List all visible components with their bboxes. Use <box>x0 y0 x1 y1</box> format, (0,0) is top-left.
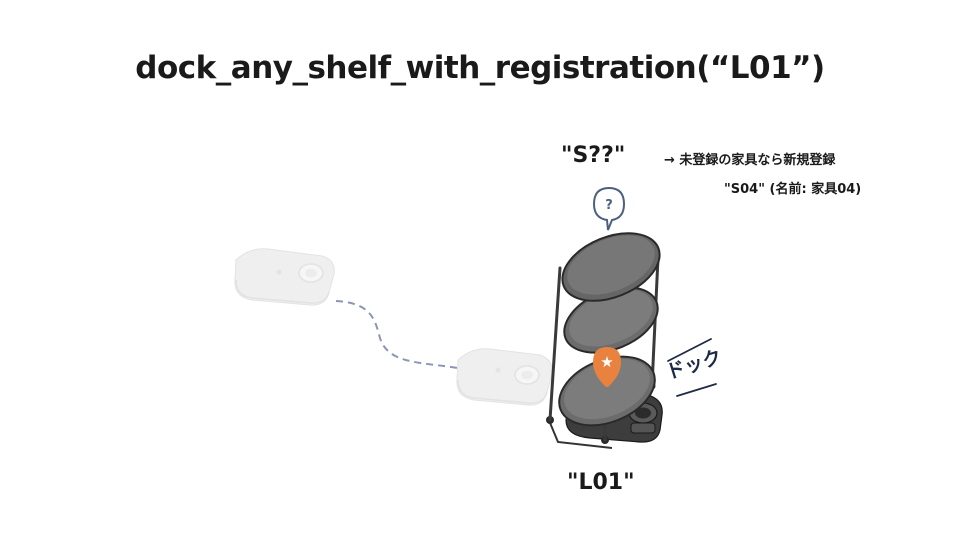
robot-path-dashed <box>335 300 459 369</box>
shelf-trays <box>558 232 661 427</box>
robot-ghost-previous <box>234 248 335 306</box>
function-title: dock_any_shelf_with_registration(“L01”) <box>135 50 825 86</box>
question-icon: ? <box>605 198 613 213</box>
registered-name-note: "S04" (名前: 家具04) <box>724 182 862 197</box>
dock-location-marker: ★ <box>593 347 621 387</box>
registration-note: → 未登録の家具なら新規登録 <box>664 153 836 168</box>
dock-emphasis-lines <box>667 338 717 397</box>
shelf-id-label: "S??" <box>561 143 626 168</box>
robot-ghost-arrival <box>456 348 553 406</box>
star-icon: ★ <box>600 353 613 371</box>
location-id-label: "L01" <box>567 470 635 495</box>
unknown-shelf-marker: ? <box>592 186 626 231</box>
